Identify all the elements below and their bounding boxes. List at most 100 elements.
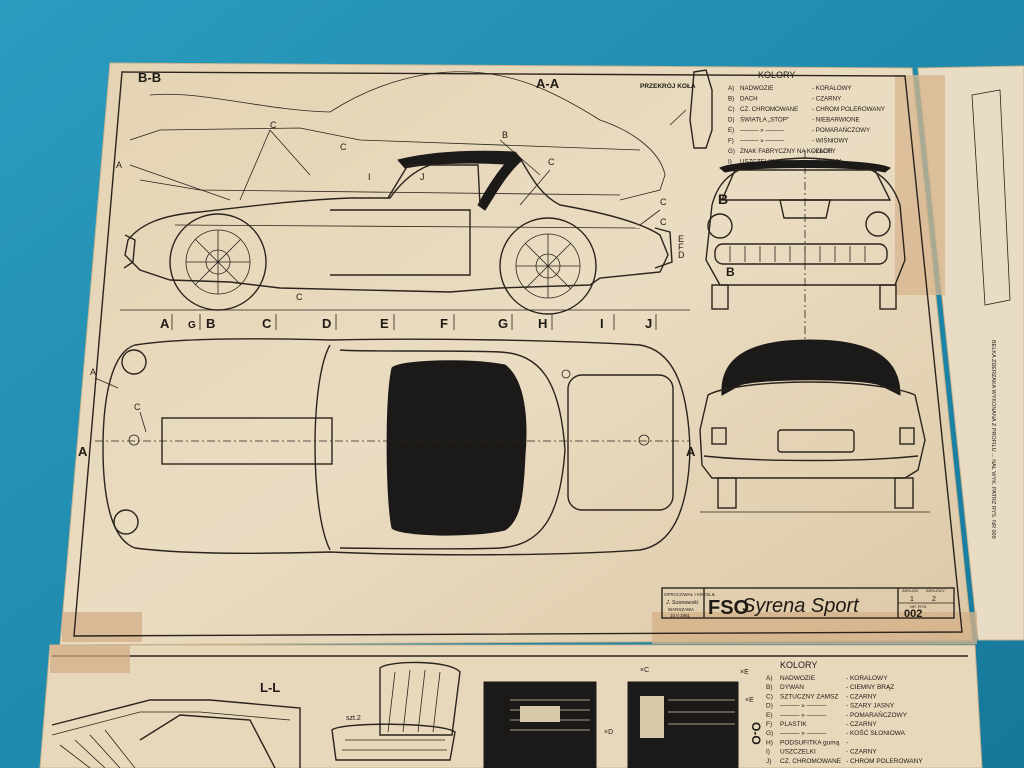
legend-bottom-item: ——— » ——— xyxy=(780,703,827,710)
station-label: H xyxy=(538,316,547,331)
tape-strip xyxy=(895,75,945,295)
section-aa-label: A-A xyxy=(536,76,560,91)
legend-top-key: B) xyxy=(728,96,734,103)
front-section-mark: B xyxy=(718,191,728,207)
drawing-number: 002 xyxy=(904,608,922,620)
rear-view-drawing xyxy=(699,339,930,513)
callout-label: C xyxy=(340,142,347,152)
sheets-label: ARKUSZY xyxy=(926,588,945,593)
legend-top-color: - WIŚNIOWY xyxy=(812,137,848,145)
legend-top-key: G) xyxy=(728,148,735,155)
plan-view-drawing: A A A C xyxy=(78,338,696,556)
legend-bottom-color: - CZARNY xyxy=(846,721,877,728)
legend-bottom-color: - CIEMNY BRĄZ xyxy=(846,684,894,691)
station-label: C xyxy=(262,316,272,331)
margin-note: BELKA ZDERZAKA WYKONANA Z PROFILU ... NA… xyxy=(971,89,1011,539)
legend-top-item: ŚWIATŁA „STOP” xyxy=(740,116,789,124)
legend-top-color: - CHROM POLEROWANY xyxy=(812,106,885,113)
wheel-cross-section: PRZEKRÓJ KOŁA xyxy=(640,69,713,149)
legend-top-item: ——— » ——— xyxy=(740,127,785,134)
legend-top-color: - NIEBARWIONE xyxy=(812,117,860,124)
callout-label: E xyxy=(678,234,684,244)
legend-bottom-key: C) xyxy=(766,693,773,700)
legend-top-item: DACH xyxy=(740,96,758,103)
legend-bottom-key: J) xyxy=(766,758,771,765)
section-oo-label: O-O xyxy=(749,722,763,745)
legend-bottom-key: E) xyxy=(766,712,773,719)
sheet-number: 1 xyxy=(910,596,914,603)
legend-top-key: F) xyxy=(728,138,734,145)
section-aa-bottom: A xyxy=(686,444,696,459)
callout-label: C xyxy=(660,217,667,227)
sheets-total: 2 xyxy=(932,596,936,603)
legend-bottom-color: - KOŚĆ SŁONIOWA xyxy=(846,728,906,737)
mark-e: ×E xyxy=(740,669,749,676)
station-label: D xyxy=(322,316,331,331)
legend-bottom-item: CZ. CHROMOWANE xyxy=(780,758,842,765)
legend-bottom-color: - CHROM POLEROWANY xyxy=(846,758,923,765)
front-view-drawing: B B xyxy=(705,150,906,340)
section-ll-label: L-L xyxy=(260,680,280,695)
legend-top-color: - CZARNY xyxy=(812,96,841,103)
legend-bottom-key: A) xyxy=(766,675,773,682)
callout-label: J xyxy=(420,172,425,182)
legend-top-key: C) xyxy=(728,106,735,113)
callout-label: C xyxy=(660,197,667,207)
legend-top-key: E) xyxy=(728,127,734,134)
legend-bottom-item: SZTUCZNY ZAMSZ xyxy=(780,693,838,700)
section-aa-top: A xyxy=(78,444,88,459)
callout-label: C xyxy=(134,402,141,412)
legend-bottom-item: PLASTIK xyxy=(780,721,807,728)
legend-top-item: ZNAK FABRYCZNY NA KOŁACH xyxy=(740,148,832,155)
callout-label: C xyxy=(296,292,303,302)
mark-e2: ×E xyxy=(745,697,754,704)
station-label: I xyxy=(600,316,604,331)
legend-bottom-item: ——— » ——— xyxy=(780,712,827,719)
mark-d: ×D xyxy=(604,729,613,736)
cross-section-title: PRZEKRÓJ KOŁA xyxy=(640,81,696,90)
callout-label: C xyxy=(548,157,555,167)
section-bb-label: B-B xyxy=(138,70,161,85)
legend-bottom-item: PODSUFITKA gumą xyxy=(780,739,840,746)
callout-label: A xyxy=(90,367,96,377)
legend-top-color: - POMARAŃCZOWY xyxy=(812,127,870,134)
legend-bottom-color: - CZARNY xyxy=(846,693,877,700)
callout-label: D xyxy=(678,250,685,260)
legend-top-key: I) xyxy=(728,159,732,166)
station-label: A xyxy=(160,316,170,331)
station-label: G xyxy=(188,320,196,331)
legend-top-key: D) xyxy=(728,117,735,124)
legend-bottom-item: USZCZELKI xyxy=(780,749,816,756)
drawing-number-label: NR. RYS. xyxy=(910,604,927,609)
legend-bottom-item: ——— » ——— xyxy=(780,730,827,737)
interior-drawing: L-L szt.2 ×C ×E ×E ×D xyxy=(51,661,763,768)
side-view-drawing: B-B A-A A B C C C C C C E F D J I A G B … xyxy=(116,70,690,331)
station-label: G xyxy=(498,316,508,331)
legend-top-item: CZ. CHROMOWANE xyxy=(740,106,798,113)
legend-bottom-color: - CZARNY xyxy=(846,749,877,756)
front-section-mark-low: B xyxy=(726,265,735,279)
legend-bottom-color: - SZARY JASNY xyxy=(846,703,895,710)
station-label: J xyxy=(645,316,652,331)
legend-bottom-key: H) xyxy=(766,739,773,746)
legend-bottom-color: - KORALOWY xyxy=(846,675,888,682)
legend-top-color: - ZŁOTY xyxy=(812,148,836,155)
legend-top-color: - KORALOWY xyxy=(812,85,852,92)
drawn-by-signature: J. Sosnowski xyxy=(665,600,699,606)
callout-label: A xyxy=(116,160,122,170)
legend-bottom-key: G) xyxy=(766,730,773,737)
seat-quantity-label: szt.2 xyxy=(346,715,361,722)
station-label: E xyxy=(380,316,389,331)
station-label: B xyxy=(206,316,215,331)
legend-top-item: ——— » ——— xyxy=(740,138,785,145)
station-label: F xyxy=(440,316,448,331)
legend-bottom-item: DYWAN xyxy=(780,684,804,691)
legend-bottom-item: NADWOZIE xyxy=(780,675,816,682)
legend-bottom-key: D) xyxy=(766,703,773,710)
legend-title: KOLORY xyxy=(758,70,795,80)
legend-bottom-key: B) xyxy=(766,684,773,691)
margin-note-text: BELKA ZDERZAKA WYKONANA Z PROFILU ... NA… xyxy=(990,340,996,539)
callout-label: F xyxy=(678,242,684,252)
